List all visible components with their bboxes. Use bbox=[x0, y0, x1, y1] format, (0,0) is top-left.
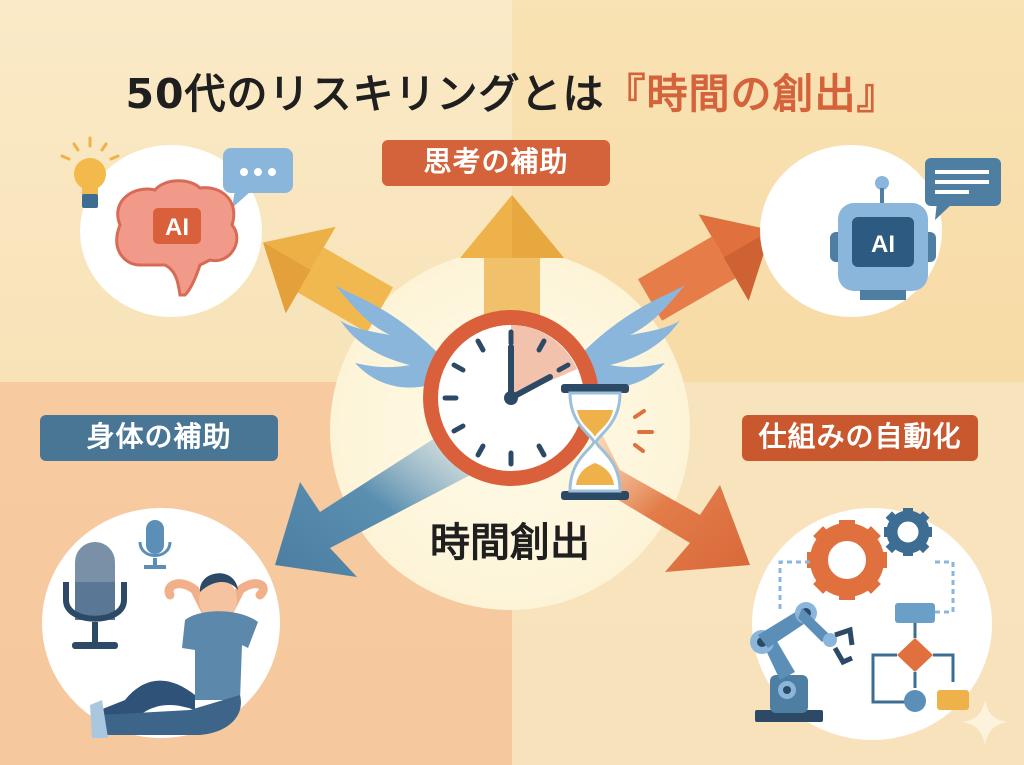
clock-icon bbox=[423, 310, 599, 486]
brain-icon: AI bbox=[115, 179, 239, 297]
arrow-up-icon bbox=[460, 195, 564, 315]
flowchart-icon bbox=[871, 603, 969, 712]
robot-ai-text: AI bbox=[871, 231, 895, 258]
sparkle-icon bbox=[962, 700, 1008, 745]
right-wing-icon bbox=[580, 285, 685, 388]
label-thinking-support: 思考の補助 bbox=[382, 140, 610, 186]
brain-ai-text: AI bbox=[165, 214, 189, 241]
label-body-support: 身体の補助 bbox=[40, 415, 278, 461]
chat-bubble-icon bbox=[925, 158, 1001, 220]
person-icon bbox=[90, 573, 268, 738]
arrow-down-left-icon bbox=[275, 425, 480, 577]
large-microphone-icon bbox=[63, 542, 127, 649]
blue-gear-icon bbox=[884, 508, 932, 556]
clock-group bbox=[335, 285, 685, 500]
left-wing-icon bbox=[335, 285, 440, 388]
page-title: 50代のリスキリングとは『時間の創出』 bbox=[0, 60, 1024, 120]
lightbulb-icon bbox=[60, 136, 120, 208]
automation-illustration bbox=[750, 508, 1008, 745]
ai-brain-illustration: AI bbox=[60, 136, 293, 297]
ai-robot-illustration: AI bbox=[830, 158, 1001, 300]
speech-bubble-icon bbox=[223, 148, 293, 208]
dashed-connectors bbox=[778, 560, 955, 614]
robot-icon: AI bbox=[830, 176, 936, 300]
robot-arm-icon bbox=[750, 602, 855, 722]
relaxing-person-illustration bbox=[63, 520, 268, 738]
center-label: 時間創出 bbox=[430, 520, 590, 566]
title-prefix: 50代のリスキリングとは bbox=[125, 70, 605, 118]
title-accent: 『時間の創出』 bbox=[604, 70, 899, 118]
arrow-down-right-icon bbox=[585, 430, 750, 572]
small-microphone-icon bbox=[138, 520, 172, 569]
hourglass-icon bbox=[561, 384, 654, 500]
label-system-automation: 仕組みの自動化 bbox=[742, 415, 978, 461]
orange-gear-icon bbox=[807, 520, 887, 600]
